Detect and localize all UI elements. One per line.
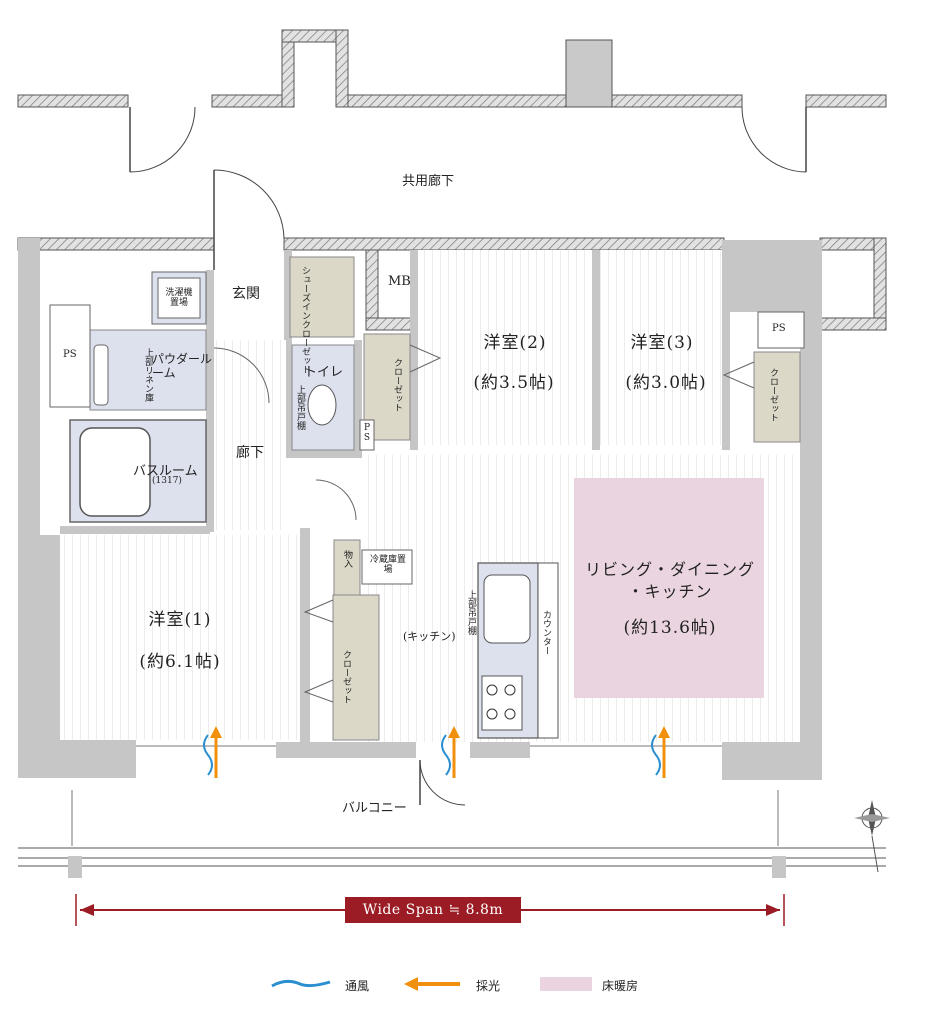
balcony-label: バルコニー (342, 801, 407, 816)
kitchen-unit (361, 549, 559, 739)
shoe-closet-label: シューズインクローゼット (300, 266, 310, 374)
hallway-label: 廊下 (236, 445, 264, 461)
legend-light-label: 採光 (476, 979, 501, 993)
storage-label: 物入 (342, 550, 352, 568)
doors (213, 169, 466, 806)
room2-name: 洋室(2) (483, 333, 547, 353)
ps-left-label: PS (63, 349, 77, 360)
entrance-label: 玄関 (232, 286, 260, 302)
legend-heating-label: 床暖房 (602, 979, 639, 993)
compass-icon (854, 800, 890, 873)
ps-small-label: PS (362, 423, 372, 443)
room3-name: 洋室(3) (630, 333, 694, 353)
bath-size-label: (1317) (152, 476, 182, 486)
kitchen-shelf-label: 上部吊戸棚 (466, 590, 476, 635)
room2-size: (約3.5帖) (473, 373, 555, 393)
ldk-line2: ・キッチン (627, 582, 713, 601)
ps-left-box (49, 304, 91, 408)
ldk-line1: リビング・ダイニング (584, 560, 756, 579)
ldk-size: (約13.6帖) (623, 618, 717, 638)
legend-heating-swatch (540, 977, 592, 991)
corridor-label: 共用廊下 (402, 174, 455, 189)
wide-span-label: Wide Span ≒ 8.8m (345, 897, 521, 923)
balcony-rail (18, 745, 886, 878)
powder-room-label: パウダールーム (152, 352, 213, 380)
floor-heating-area (574, 478, 764, 698)
linen-label: 上部リネン庫 (143, 348, 153, 402)
closet-label-room2: クローゼット (392, 358, 402, 412)
closets (289, 256, 801, 741)
corridor-wall (17, 29, 887, 173)
toilet-label: トイレ (304, 365, 344, 380)
wet-area (69, 271, 355, 523)
closet-label-room3: クローゼット (768, 368, 778, 422)
legend-wind-icon (271, 979, 331, 988)
unit-walls (17, 237, 887, 780)
room3-size: (約3.0帖) (625, 373, 707, 393)
legend-wind-label: 通風 (345, 979, 370, 993)
mb-label: MB (388, 274, 411, 289)
room1-size: (約6.1帖) (139, 652, 221, 672)
ps-right-box (757, 311, 805, 349)
wind-light-arrows (203, 726, 670, 778)
kitchen-label: (キッチン) (403, 630, 456, 643)
ps-right-label: PS (772, 323, 786, 334)
fridge-label: 冷蔵庫置場 (370, 555, 407, 575)
legend (271, 977, 592, 991)
room1-name: 洋室(1) (148, 610, 212, 630)
washer-label: 洗濯機置場 (165, 288, 193, 308)
toilet-shelf-label: 上部吊戸棚 (295, 385, 305, 430)
closet-label-room1: クローゼット (341, 650, 351, 704)
counter-label: カウンター (541, 610, 551, 655)
bathroom-label: バスルーム (133, 464, 198, 479)
